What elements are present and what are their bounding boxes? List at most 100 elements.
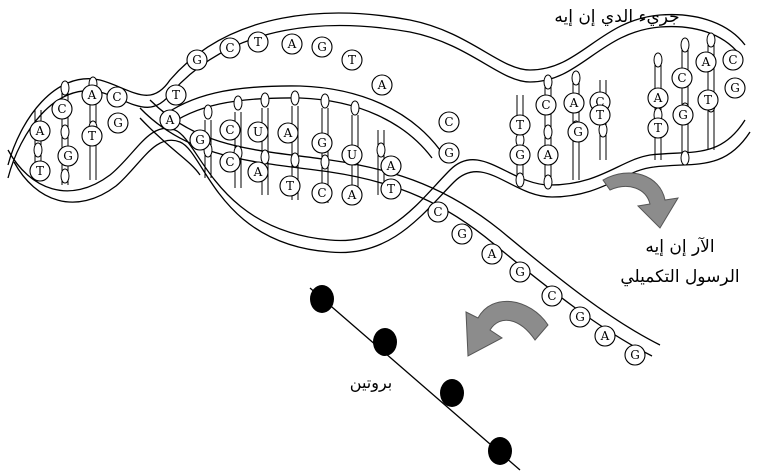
base-letter: A — [165, 113, 175, 127]
base-letter: G — [573, 125, 583, 139]
base-circle — [247, 31, 269, 53]
base-letter: A — [701, 55, 711, 69]
base-mid-cg: G — [438, 142, 460, 164]
base-rna-tail: C — [541, 285, 563, 307]
base-letter: A — [287, 37, 297, 51]
base-circle — [697, 89, 719, 111]
base-letter: C — [541, 98, 550, 112]
base-circle — [107, 112, 129, 134]
protein-bead — [488, 437, 512, 465]
base-letter: A — [543, 148, 553, 162]
base-right-loop-a: A — [537, 144, 559, 166]
base-letter: G — [630, 348, 640, 362]
base-letter: C — [677, 71, 686, 85]
base-letter: A — [283, 126, 293, 140]
base-inner-mid-bottom: A — [247, 161, 269, 183]
base-circle — [165, 84, 187, 106]
base-upper-strand: G — [311, 36, 333, 58]
base-letter: G — [515, 265, 525, 279]
base-circle — [647, 87, 669, 109]
base-circle — [341, 49, 363, 71]
base-left-loop: A — [81, 84, 103, 106]
base-circle — [695, 51, 717, 73]
base-circle — [438, 142, 460, 164]
base-circle — [569, 306, 591, 328]
base-circle — [81, 125, 103, 147]
base-circle — [380, 155, 402, 177]
base-circle — [451, 223, 473, 245]
base-right-loop-b: A — [695, 51, 717, 73]
base-upper-strand: C — [219, 37, 241, 59]
base-letter: G — [192, 53, 202, 67]
base-circle — [186, 49, 208, 71]
base-circle — [537, 144, 559, 166]
base-circle — [563, 92, 585, 114]
base-letter: G — [457, 227, 467, 241]
base-letter: C — [444, 115, 453, 129]
base-letter: T — [36, 164, 44, 178]
base-circle — [277, 122, 299, 144]
protein-bead — [440, 379, 464, 407]
base-rna-tail: A — [481, 243, 503, 265]
base-left-loop: A — [29, 120, 51, 142]
base-circle — [219, 151, 241, 173]
base-rna-tail: G — [451, 223, 473, 245]
base-upper-strand: T — [341, 49, 363, 71]
base-letter: G — [575, 310, 585, 324]
base-letter: G — [195, 133, 205, 147]
base-letter: A — [347, 188, 357, 202]
transcription-arrow — [602, 172, 679, 229]
base-circle — [672, 104, 694, 126]
base-letter: G — [730, 81, 740, 95]
base-circle — [541, 285, 563, 307]
base-rna-tail: G — [569, 306, 591, 328]
base-circle — [427, 201, 449, 223]
base-right-loop-b: G — [672, 104, 694, 126]
base-circle — [51, 98, 73, 120]
base-circle — [247, 121, 269, 143]
base-mid-cg: C — [438, 111, 460, 133]
base-left-loop: G — [107, 112, 129, 134]
base-letter: A — [600, 329, 610, 343]
base-right-loop-a: T — [509, 114, 531, 136]
base-upper-strand: T — [247, 31, 269, 53]
base-circle — [589, 104, 611, 126]
base-circle — [481, 243, 503, 265]
base-right-loop-b: G — [724, 77, 746, 99]
base-letter: C — [433, 205, 442, 219]
base-circle — [311, 36, 333, 58]
base-letter: A — [377, 78, 387, 92]
base-circle — [159, 109, 181, 131]
base-circle — [594, 325, 616, 347]
base-circle — [724, 77, 746, 99]
base-inner-mid-bottom: C — [219, 151, 241, 173]
base-letter: G — [317, 136, 327, 150]
base-letter: T — [88, 129, 96, 143]
base-circle — [29, 120, 51, 142]
base-inner-mid-top: A — [380, 155, 402, 177]
base-inner-mid-top: G — [189, 129, 211, 151]
rna-label-line1: الآر إن إيه — [645, 236, 714, 257]
base-inner-mid-top: U — [341, 144, 363, 166]
base-circle — [371, 74, 393, 96]
base-circle — [567, 121, 589, 143]
base-letter: T — [387, 182, 395, 196]
base-letter: T — [172, 88, 180, 102]
base-right-loop-a: A — [563, 92, 585, 114]
base-letter: C — [317, 186, 326, 200]
base-circle — [81, 84, 103, 106]
base-circle — [509, 114, 531, 136]
base-letter: T — [516, 118, 524, 132]
protein-chain — [309, 285, 521, 471]
base-letter: C — [225, 155, 234, 169]
base-inner-mid-bottom: A — [341, 184, 363, 206]
base-right-loop-b: T — [697, 89, 719, 111]
base-inner-mid-bottom: T — [279, 175, 301, 197]
dna-molecule-label: جزيء الدي إن إيه — [554, 7, 679, 27]
base-letter: G — [113, 116, 123, 130]
base-circle — [189, 129, 211, 151]
base-letter: T — [254, 35, 262, 49]
base-letter: T — [348, 53, 356, 67]
